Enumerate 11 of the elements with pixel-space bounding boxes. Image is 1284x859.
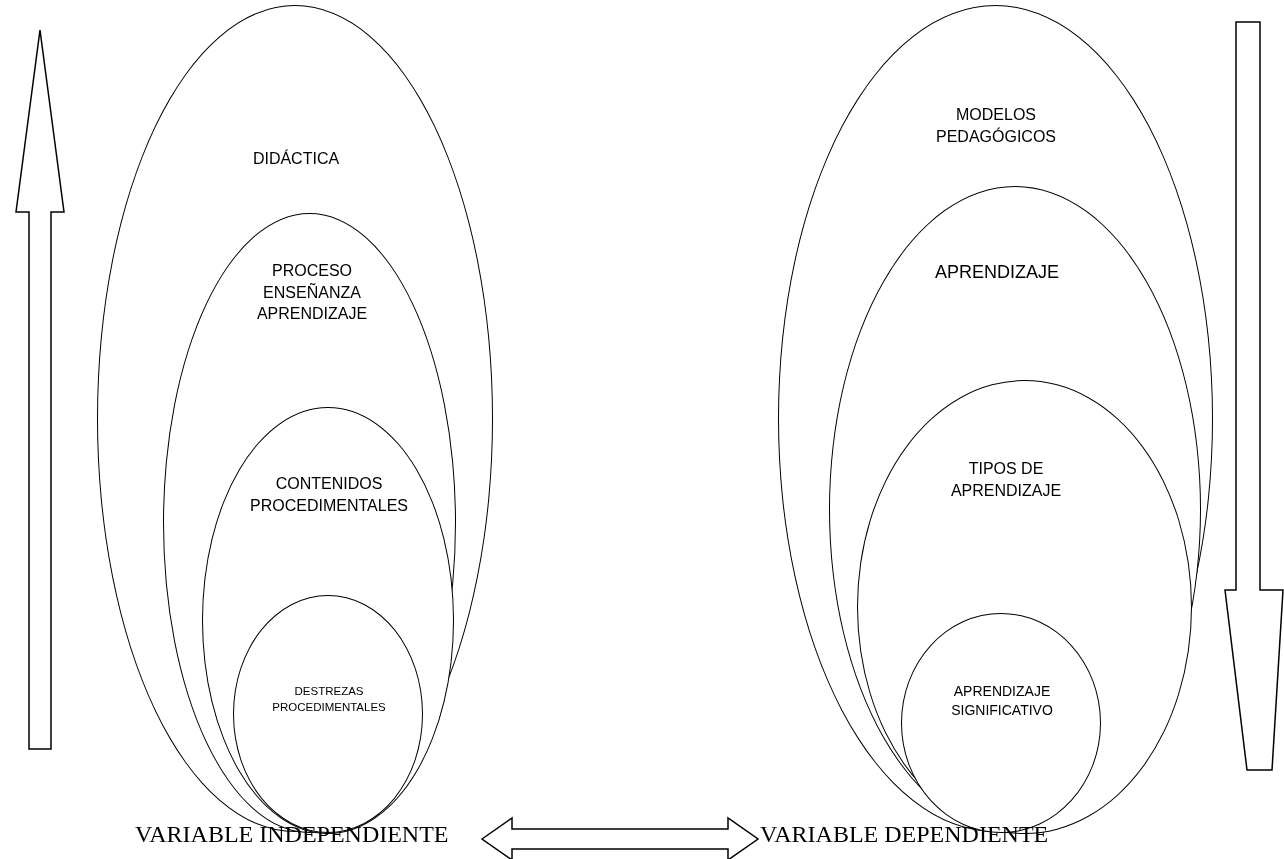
concept-label: PROCESO ENSEÑANZA APRENDIZAJE [255, 261, 369, 325]
variable-label: VARIABLE DEPENDIENTE [760, 821, 1049, 848]
double-arrow [480, 816, 760, 859]
variable-label: VARIABLE INDEPENDIENTE [135, 821, 449, 848]
concept-label: APRENDIZAJE SIGNIFICATIVO [950, 682, 1054, 720]
concept-label: APRENDIZAJE [934, 261, 1060, 284]
concept-label: CONTENIDOS PROCEDIMENTALES [249, 474, 409, 516]
concept-label: DIDÁCTICA [251, 148, 341, 169]
concept-label: MODELOS PEDAGÓGICOS [935, 105, 1057, 147]
concept-label: TIPOS DE APRENDIZAJE [949, 459, 1063, 501]
concept-label: DESTREZAS PROCEDIMENTALES [271, 684, 387, 715]
